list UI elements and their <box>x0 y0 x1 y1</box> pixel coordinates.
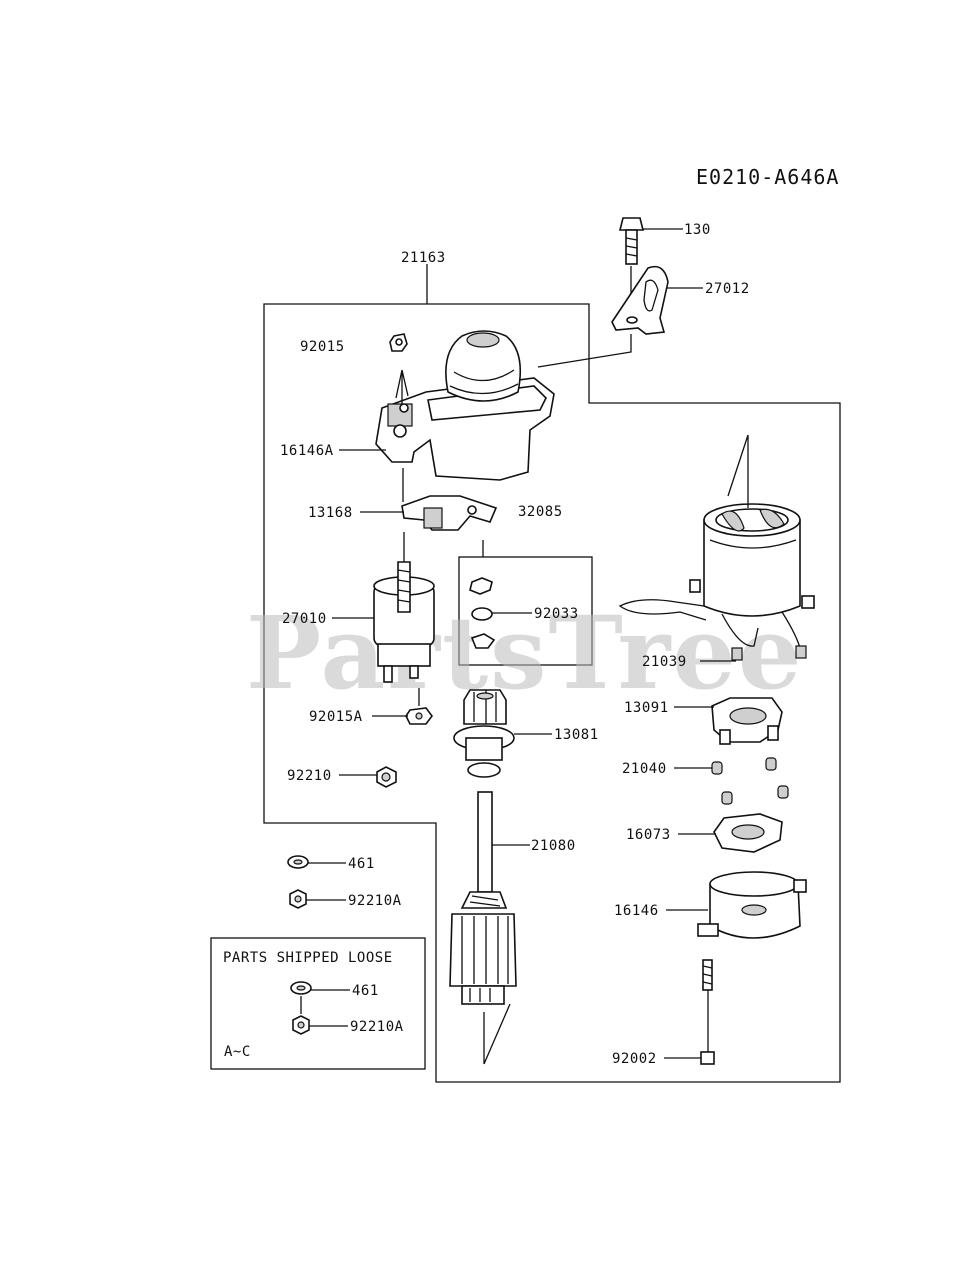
label-13168[interactable]: 13168 <box>308 505 353 521</box>
yoke-21039-part[interactable] <box>618 503 815 661</box>
label-27010[interactable]: 27010 <box>282 611 327 627</box>
label-27012[interactable]: 27012 <box>705 281 750 297</box>
washer-461-part[interactable] <box>287 855 309 869</box>
label-92210A[interactable]: 92210A <box>348 893 402 909</box>
label-92015A[interactable]: 92015A <box>309 709 363 725</box>
label-16146[interactable]: 16146 <box>614 903 659 919</box>
label-21039[interactable]: 21039 <box>642 654 687 670</box>
brush-holder-13091-part[interactable] <box>711 697 783 745</box>
label-461[interactable]: 461 <box>348 856 375 872</box>
loose-washer-461-part[interactable] <box>290 981 312 995</box>
loose-nut-92210A-part[interactable] <box>292 1015 310 1035</box>
label-130[interactable]: 130 <box>684 222 711 238</box>
springs-21040-part[interactable] <box>711 757 789 805</box>
parts-shipped-loose-note: A~C <box>224 1044 251 1060</box>
parts-shipped-loose-box <box>210 937 426 1070</box>
plate-16073-part[interactable] <box>713 813 783 853</box>
label-13091[interactable]: 13091 <box>624 700 669 716</box>
label-21080[interactable]: 21080 <box>531 838 576 854</box>
bracket-27012-part[interactable] <box>611 265 669 335</box>
parts-shipped-loose-title: PARTS SHIPPED LOOSE <box>223 950 393 966</box>
nut-92210A-part[interactable] <box>289 889 307 909</box>
lever-13168-part[interactable] <box>401 495 498 531</box>
label-13081[interactable]: 13081 <box>554 727 599 743</box>
assembly-outline <box>263 303 841 1083</box>
nut-92210-part[interactable] <box>376 766 397 788</box>
label-92033[interactable]: 92033 <box>534 606 579 622</box>
label-92002[interactable]: 92002 <box>612 1051 657 1067</box>
end-cover-16146-part[interactable] <box>697 871 807 939</box>
pinion-13081-part[interactable] <box>453 689 515 778</box>
label-92210[interactable]: 92210 <box>287 768 332 784</box>
label-32085[interactable]: 32085 <box>518 504 563 520</box>
diagram-code: E0210-A646A <box>696 165 839 189</box>
armature-21080-part[interactable] <box>449 791 517 1005</box>
label-92015[interactable]: 92015 <box>300 339 345 355</box>
label-92210A-loose[interactable]: 92210A <box>350 1019 404 1035</box>
label-16146A[interactable]: 16146A <box>280 443 334 459</box>
kit-32085-box <box>458 556 593 666</box>
bolt-130-part[interactable] <box>618 217 645 265</box>
label-461-loose[interactable]: 461 <box>352 983 379 999</box>
label-21163[interactable]: 21163 <box>401 250 446 266</box>
front-housing-16146A-part[interactable] <box>375 330 555 481</box>
nut-92015A-part[interactable] <box>405 707 433 725</box>
solenoid-27010-part[interactable] <box>373 561 435 683</box>
watermark: PartsTree <box>246 594 804 712</box>
nut-92015-part[interactable] <box>389 333 408 352</box>
washer-set-92033-part[interactable] <box>469 577 496 649</box>
label-21040[interactable]: 21040 <box>622 761 667 777</box>
label-16073[interactable]: 16073 <box>626 827 671 843</box>
